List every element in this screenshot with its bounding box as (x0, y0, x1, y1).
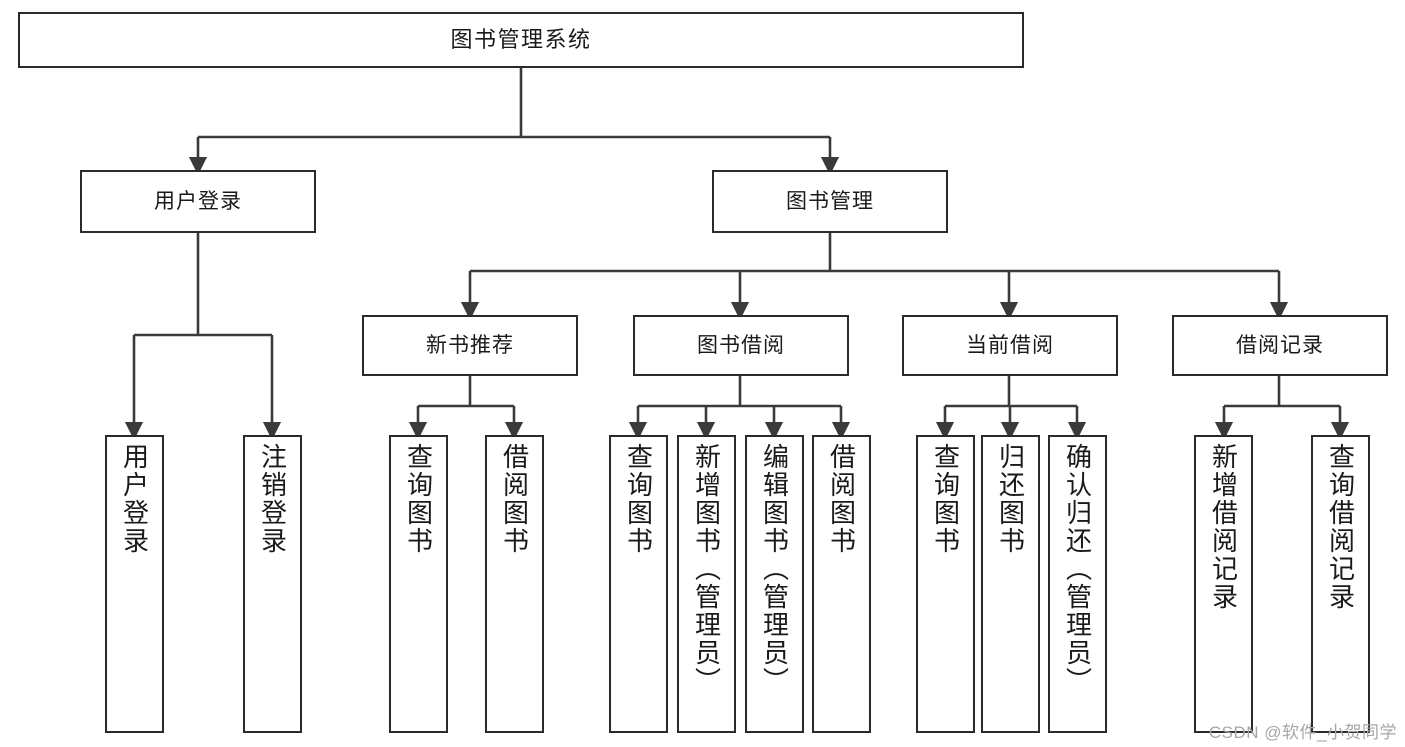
node-root-system[interactable]: 图书管理系统 (18, 12, 1024, 68)
leaf-borrow-book[interactable]: 借阅图书 (812, 435, 871, 733)
node-borrow-record[interactable]: 借阅记录 (1172, 315, 1388, 376)
leaf-query-book-recommend[interactable]: 查询图书 (389, 435, 448, 733)
node-label: 借阅图书 (499, 443, 530, 555)
node-label: 新增图书（管理员） (691, 443, 722, 695)
node-label: 用户登录 (154, 189, 242, 213)
node-label: 新书推荐 (426, 333, 514, 357)
node-label: 图书管理系统 (450, 26, 592, 52)
leaf-add-book[interactable]: 新增图书（管理员） (677, 435, 736, 733)
node-label: 查询借阅记录 (1325, 443, 1356, 611)
leaf-borrow-book-recommend[interactable]: 借阅图书 (485, 435, 544, 733)
leaf-confirm-return[interactable]: 确认归还（管理员） (1048, 435, 1107, 733)
leaf-edit-book[interactable]: 编辑图书（管理员） (745, 435, 804, 733)
node-label: 归还图书 (995, 443, 1026, 555)
leaf-add-borrow-record[interactable]: 新增借阅记录 (1194, 435, 1253, 733)
node-label: 用户登录 (119, 443, 150, 555)
node-book-borrow[interactable]: 图书借阅 (633, 315, 849, 376)
node-label: 图书借阅 (697, 333, 785, 357)
node-label: 借阅记录 (1236, 333, 1324, 357)
leaf-query-borrow-record[interactable]: 查询借阅记录 (1311, 435, 1370, 733)
node-book-manage[interactable]: 图书管理 (712, 170, 948, 233)
node-label: 查询图书 (930, 443, 961, 555)
leaf-query-book-borrow[interactable]: 查询图书 (609, 435, 668, 733)
leaf-logout-login[interactable]: 注销登录 (243, 435, 302, 733)
node-label: 当前借阅 (966, 333, 1054, 357)
node-label: 新增借阅记录 (1208, 443, 1239, 611)
node-label: 编辑图书（管理员） (759, 443, 790, 695)
node-user-login[interactable]: 用户登录 (80, 170, 316, 233)
node-current-borrow[interactable]: 当前借阅 (902, 315, 1118, 376)
node-label: 图书管理 (786, 189, 874, 213)
leaf-return-book[interactable]: 归还图书 (981, 435, 1040, 733)
node-new-book-recommend[interactable]: 新书推荐 (362, 315, 578, 376)
node-label: 查询图书 (403, 443, 434, 555)
node-label: 借阅图书 (826, 443, 857, 555)
node-label: 确认归还（管理员） (1062, 443, 1093, 695)
leaf-user-login[interactable]: 用户登录 (105, 435, 164, 733)
node-label: 查询图书 (623, 443, 654, 555)
leaf-query-book-current[interactable]: 查询图书 (916, 435, 975, 733)
node-label: 注销登录 (257, 443, 288, 555)
